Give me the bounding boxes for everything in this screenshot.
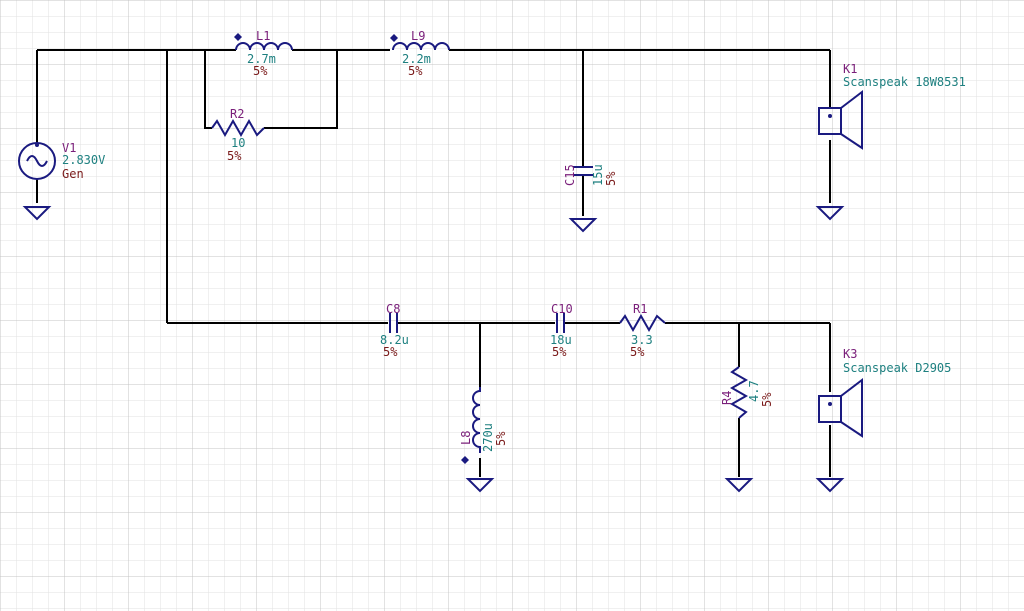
k1-ref: K1 <box>843 62 857 76</box>
ground-k1 <box>815 206 845 221</box>
c8-tol: 5% <box>383 345 398 359</box>
polarity-dot <box>234 33 242 41</box>
resistor-r1[interactable]: R1 3.3 5% <box>619 302 666 359</box>
v1-label: Gen <box>62 167 84 181</box>
l9-value: 2.2m <box>402 52 431 66</box>
k1-model: Scanspeak 18W8531 <box>843 75 966 89</box>
ground-c15 <box>568 218 598 233</box>
l1-ref: L1 <box>256 29 270 43</box>
c15-tol: 5% <box>604 171 618 186</box>
r4-value: 4.7 <box>747 380 761 402</box>
l9-ref: L9 <box>411 29 425 43</box>
speaker-k3[interactable]: K3 Scanspeak D2905 <box>818 347 951 438</box>
c10-tol: 5% <box>552 345 567 359</box>
capacitor-c8[interactable]: C8 8.2u 5% <box>380 302 409 359</box>
r2-ref: R2 <box>230 107 244 121</box>
c10-ref: C10 <box>551 302 573 316</box>
l8-value: 270u <box>481 423 495 452</box>
l9-tol: 5% <box>408 64 423 78</box>
l8-tol: 5% <box>494 431 508 446</box>
v1-value: 2.830V <box>62 153 105 167</box>
r4-tol: 5% <box>760 392 774 407</box>
ground-v1 <box>22 206 52 221</box>
c8-ref: C8 <box>386 302 400 316</box>
source-v1[interactable]: V1 2.830V Gen <box>18 141 105 181</box>
k3-ref: K3 <box>843 347 857 361</box>
inductor-l9[interactable]: L9 2.2m 5% <box>390 29 450 78</box>
polarity-dot <box>390 34 398 42</box>
resistor-r2[interactable]: R2 10 5% <box>211 107 265 163</box>
v1-ref: V1 <box>62 141 76 155</box>
capacitor-c10[interactable]: C10 18u 5% <box>550 302 573 359</box>
r2-value: 10 <box>231 136 245 150</box>
r1-tol: 5% <box>630 345 645 359</box>
k3-model: Scanspeak D2905 <box>843 361 951 375</box>
resistor-r4[interactable]: R4 4.7 5% <box>720 366 774 419</box>
r1-value: 3.3 <box>631 333 653 347</box>
wires <box>36 49 831 477</box>
ground-k3 <box>815 478 845 493</box>
ground-l8 <box>465 478 495 493</box>
l1-tol: 5% <box>253 64 268 78</box>
c15-value: 15u <box>591 164 605 186</box>
l8-ref: L8 <box>459 431 473 445</box>
polarity-dot <box>461 456 469 464</box>
inductor-l8[interactable]: L8 270u 5% <box>459 387 508 464</box>
r1-ref: R1 <box>633 302 647 316</box>
c8-value: 8.2u <box>380 333 409 347</box>
c15-ref: C15 <box>563 164 577 186</box>
ground-r4 <box>724 478 754 493</box>
inductor-l1[interactable]: L1 2.7m 5% <box>234 29 293 78</box>
c10-value: 18u <box>550 333 572 347</box>
capacitor-c15[interactable]: C15 15u 5% <box>563 164 618 186</box>
speaker-k1[interactable]: K1 Scanspeak 18W8531 <box>818 62 966 150</box>
r4-ref: R4 <box>720 391 734 405</box>
r2-tol: 5% <box>227 149 242 163</box>
l1-value: 2.7m <box>247 52 276 66</box>
